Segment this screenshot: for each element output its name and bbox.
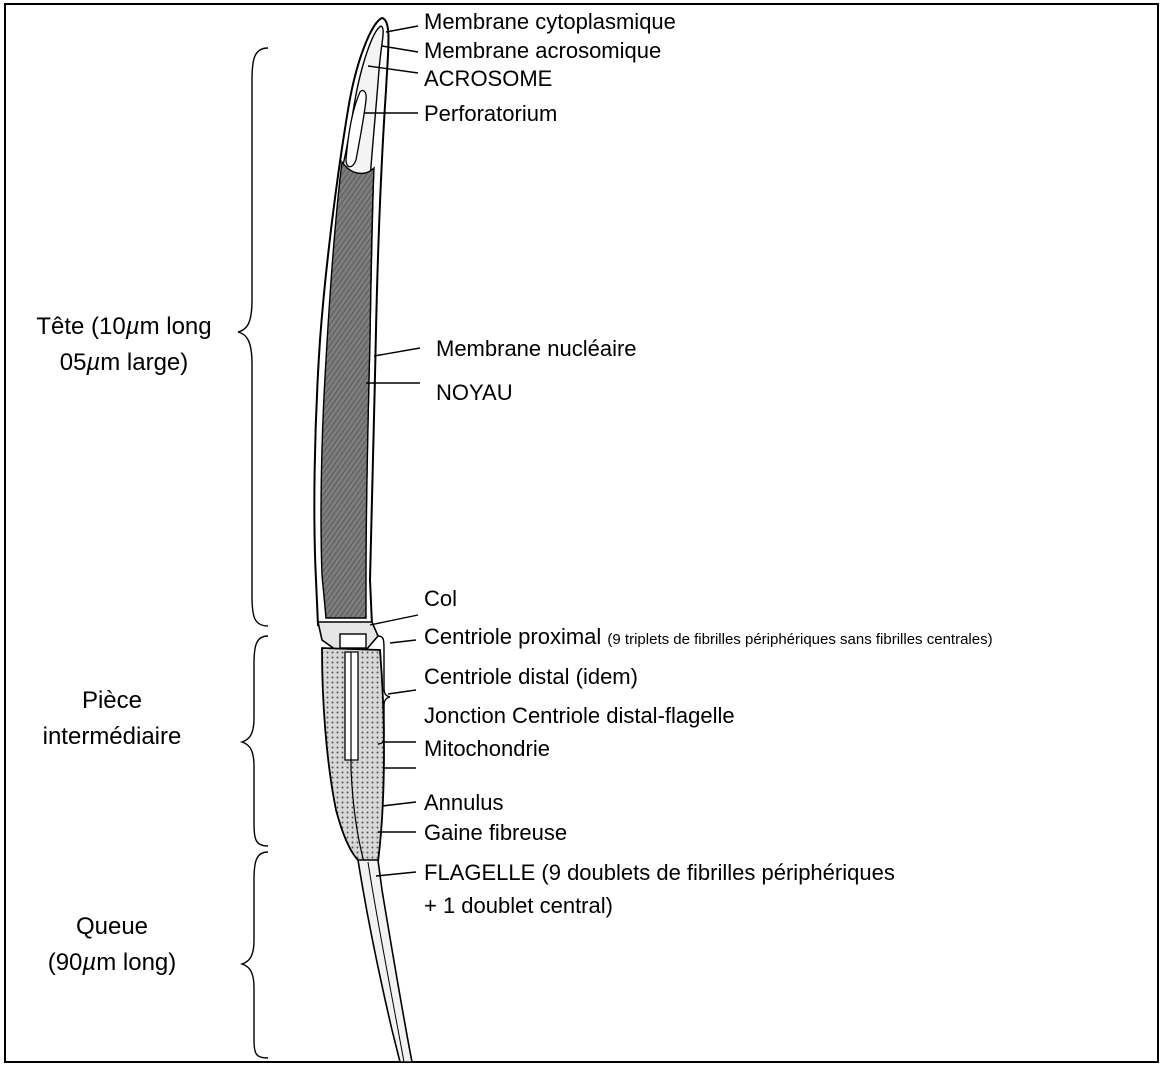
proximal-centriole-shape — [340, 634, 366, 648]
label-proximal-centriole: Centriole proximal (9 triplets de fibril… — [424, 624, 993, 649]
head-region-label-2: 05µm large) — [60, 349, 189, 376]
label-perforatorium: Perforatorium — [424, 101, 557, 126]
tail-region-label-2: (90µm long) — [48, 949, 177, 976]
label-mitochondria: Mitochondrie — [424, 736, 550, 761]
label-nuclear-membrane: Membrane nucléaire — [436, 336, 637, 361]
midpiece-brace — [242, 636, 268, 846]
leader-nuclear-membrane — [374, 348, 420, 356]
label-neck: Col — [424, 586, 457, 611]
head-brace — [238, 48, 268, 626]
label-junction: Jonction Centriole distal-flagelle — [424, 703, 735, 728]
label-fibrous-sheath: Gaine fibreuse — [424, 820, 567, 845]
midpiece-region-label-2: intermédiaire — [43, 723, 182, 750]
label-acrosome: ACROSOME — [424, 66, 552, 91]
tail-region-label: Queue — [76, 913, 148, 940]
label-flagellum-2: + 1 doublet central) — [424, 893, 613, 918]
label-annulus: Annulus — [424, 790, 504, 815]
label-flagellum: FLAGELLE (9 doublets de fibrilles périph… — [424, 860, 895, 885]
leader-distal-centriole — [388, 690, 416, 694]
label-nucleus: NOYAU — [436, 380, 513, 405]
label-distal-centriole: Centriole distal (idem) — [424, 664, 638, 689]
label-acrosomal-membrane: Membrane acrosomique — [424, 38, 661, 63]
leader-annulus — [382, 802, 416, 806]
leader-neck — [370, 615, 418, 625]
head-region-label: Tête (10µm long — [36, 313, 211, 340]
label-cell-membrane: Membrane cytoplasmique — [424, 9, 676, 34]
tail-brace — [242, 852, 268, 1058]
cell-illustration — [314, 18, 412, 1062]
midpiece-region-label: Pièce — [82, 687, 142, 714]
leader-proximal-centriole — [390, 640, 416, 643]
leader-flagellum — [376, 872, 416, 876]
leader-cell-membrane — [386, 26, 418, 32]
